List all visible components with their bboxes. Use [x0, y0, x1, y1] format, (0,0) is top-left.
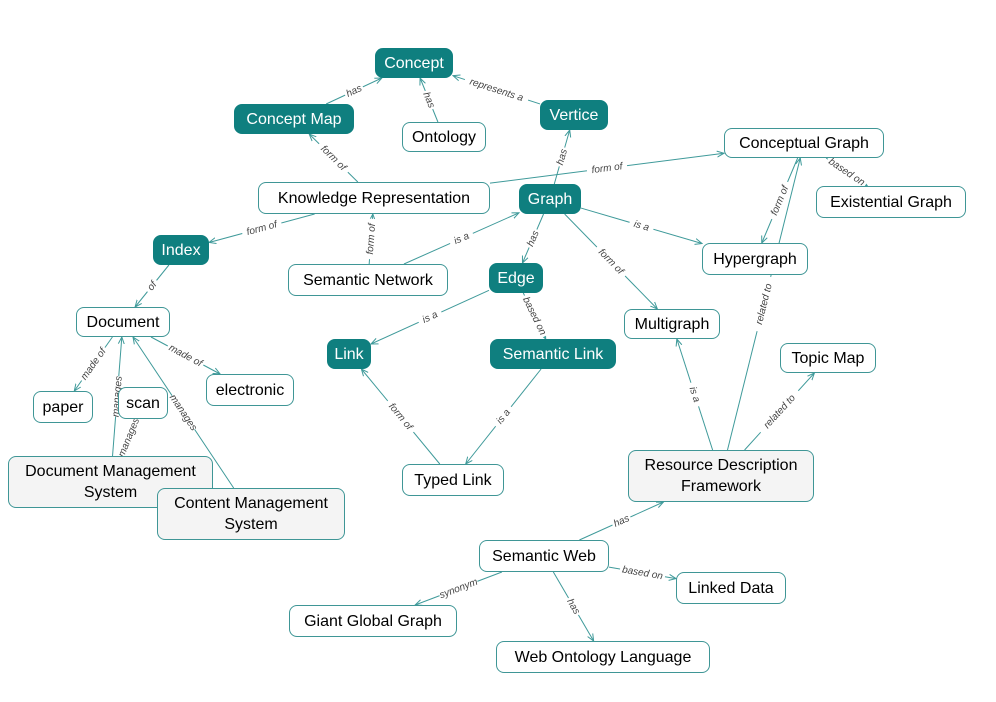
edge-label-background	[523, 227, 542, 250]
node-document[interactable]: Document	[76, 307, 170, 337]
edge-label-background	[825, 154, 870, 189]
edge-label-background	[628, 216, 656, 235]
node-concept[interactable]: Concept	[375, 48, 453, 78]
edge-label-background	[619, 563, 666, 582]
node-conceptual-graph[interactable]: Conceptual Graph	[724, 128, 884, 158]
node-semantic-link[interactable]: Semantic Link	[490, 339, 616, 369]
edge-label-background	[463, 73, 530, 105]
edge-label-background	[342, 81, 365, 100]
node-resource-description-framework[interactable]: Resource Description Framework	[628, 450, 814, 502]
edge-label-background	[363, 218, 378, 260]
edge-label-background	[142, 276, 161, 295]
edge-label-background	[593, 242, 630, 280]
node-graph[interactable]: Graph	[519, 184, 581, 214]
node-giant-global-graph[interactable]: Giant Global Graph	[289, 605, 457, 637]
node-vertice[interactable]: Vertice	[540, 100, 608, 130]
node-topic-map[interactable]: Topic Map	[780, 343, 876, 373]
edge-label-background	[553, 145, 570, 168]
edge-label: form of	[591, 161, 624, 176]
edge-label-background	[167, 392, 200, 433]
edge-label-background	[383, 397, 419, 436]
edge-label-background	[564, 595, 584, 618]
edge-label-background	[586, 159, 628, 176]
edge-label-background	[520, 292, 550, 339]
node-multigraph[interactable]: Multigraph	[624, 309, 720, 339]
node-linked-data[interactable]: Linked Data	[676, 572, 786, 604]
edge-label-background	[416, 306, 444, 327]
edge-label: has	[555, 148, 570, 167]
edge-label-background	[766, 179, 793, 222]
edge-label-background	[437, 575, 480, 601]
node-semantic-web[interactable]: Semantic Web	[479, 540, 609, 572]
node-ontology[interactable]: Ontology	[402, 122, 486, 152]
edge-label-background	[420, 88, 439, 111]
node-content-management-system[interactable]: Content Management System	[157, 488, 345, 540]
edge-label-background	[447, 227, 475, 249]
edge-label-background	[240, 217, 283, 239]
node-hypergraph[interactable]: Hypergraph	[702, 243, 808, 275]
edge-label-background	[76, 344, 110, 384]
node-concept-map[interactable]: Concept Map	[234, 104, 354, 134]
edge-label-background	[115, 416, 142, 459]
node-scan[interactable]: scan	[118, 387, 168, 419]
edge-label-background	[165, 340, 207, 370]
node-document-management-system[interactable]: Document Management System	[8, 456, 213, 508]
node-electronic[interactable]: electronic	[206, 374, 294, 406]
edge-label: form of	[365, 222, 378, 255]
node-link[interactable]: Link	[327, 339, 371, 369]
edge-label-background	[315, 139, 353, 176]
edge-label-background	[751, 275, 776, 333]
edge-label: is a	[632, 219, 650, 234]
node-knowledge-representation[interactable]: Knowledge Representation	[258, 182, 490, 214]
edge-label: is a	[687, 386, 702, 405]
node-paper[interactable]: paper	[33, 391, 93, 423]
node-semantic-network[interactable]: Semantic Network	[288, 264, 448, 296]
edge-label-background	[490, 403, 516, 430]
edge-label-background	[610, 511, 633, 530]
node-typed-link[interactable]: Typed Link	[402, 464, 504, 496]
node-web-ontology-language[interactable]: Web Ontology Language	[496, 641, 710, 673]
node-edge[interactable]: Edge	[489, 263, 543, 293]
node-existential-graph[interactable]: Existential Graph	[816, 186, 966, 218]
node-index[interactable]: Index	[153, 235, 209, 265]
edge-label-background	[686, 380, 705, 408]
edge-label-background	[756, 386, 803, 436]
